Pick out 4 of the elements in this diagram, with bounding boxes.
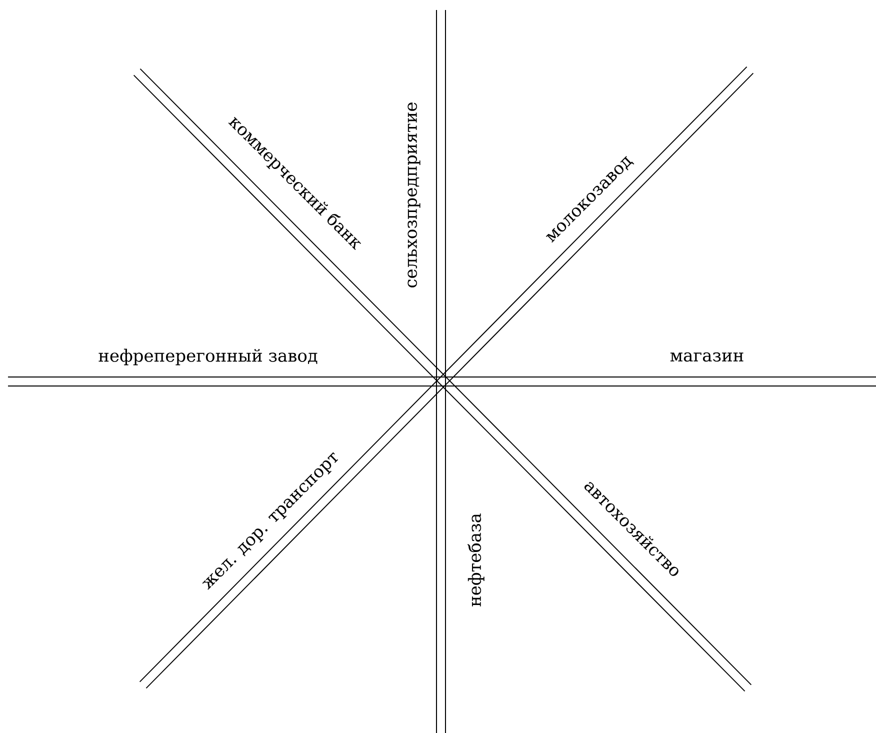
- line-label: сельхозпредприятие: [408, 102, 420, 288]
- line-label: магазин: [670, 352, 744, 362]
- line-label: нефтебаза: [468, 514, 484, 606]
- line-label: нефреперегонный завод: [98, 348, 318, 366]
